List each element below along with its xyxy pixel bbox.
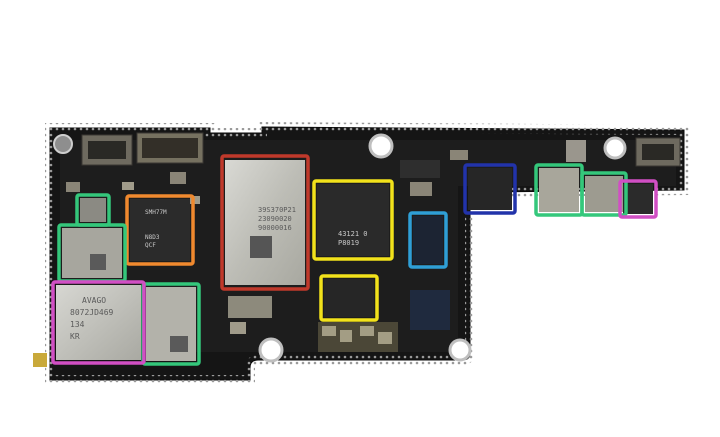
green-chip-right [539, 168, 579, 212]
chip-marking: 8072JD469 [70, 308, 114, 317]
component [230, 322, 246, 334]
highlight-orange [125, 194, 195, 266]
rf-module [56, 285, 141, 360]
chip-marking: 23090020 [258, 215, 292, 223]
component [66, 182, 80, 192]
connector [642, 144, 674, 160]
component [400, 160, 440, 178]
chip-marking: AVAGO [82, 296, 106, 305]
pink-chip-small [623, 184, 653, 214]
processor-chip [317, 184, 389, 256]
chip-marking: 43121 0 [338, 230, 368, 238]
component [322, 326, 336, 336]
mounting-hole [258, 337, 284, 363]
highlight-red [220, 154, 310, 291]
connectors [81, 132, 681, 167]
small-chip [324, 279, 374, 317]
shield-chip [225, 160, 305, 285]
highlight-pink [618, 179, 658, 219]
connector [142, 138, 198, 158]
chip-marking: 90000016 [258, 224, 292, 232]
highlight-pink [51, 280, 146, 365]
component [190, 196, 200, 204]
green-chip-right2 [585, 176, 623, 212]
component [450, 150, 468, 160]
component [228, 296, 272, 318]
green-chip [62, 228, 122, 278]
connector [88, 141, 126, 159]
chip-marking: SMH77M [145, 209, 167, 216]
chip-marking: 39S370P21 [258, 206, 296, 214]
qr-code [250, 236, 272, 258]
chip-marking: QCF [145, 242, 156, 249]
highlight-light-blue [408, 211, 448, 269]
highlight-yellow [319, 274, 379, 322]
component [340, 330, 352, 342]
green-chip-small [80, 198, 106, 222]
small-components [33, 150, 468, 367]
component [410, 182, 432, 196]
blue-chip [468, 168, 512, 210]
component [170, 172, 186, 184]
component [122, 182, 134, 190]
mounting-hole [53, 134, 73, 154]
component [410, 290, 450, 330]
mounting-hole [603, 136, 627, 160]
qr-code [90, 254, 106, 270]
highlight-yellow [312, 179, 394, 261]
qr-code [170, 336, 188, 352]
mounting-holes [53, 133, 627, 363]
modem-chip [130, 199, 190, 261]
mounting-hole [448, 338, 472, 362]
chips: 39S370P21 23090020 90000016 43121 0 P801… [56, 160, 653, 361]
highlights [51, 154, 658, 366]
light-blue-chip [413, 216, 443, 264]
component [33, 353, 47, 367]
mounting-hole [368, 133, 394, 159]
chip-marking: N8D3 [145, 234, 160, 241]
chip-marking: KR [70, 332, 80, 341]
component [378, 332, 392, 344]
connector [566, 140, 586, 162]
chip-marking: 134 [70, 320, 85, 329]
highlight-green [580, 171, 628, 217]
component [360, 326, 374, 336]
chip-marking: P8019 [338, 239, 359, 247]
highlight-blue [463, 163, 517, 215]
